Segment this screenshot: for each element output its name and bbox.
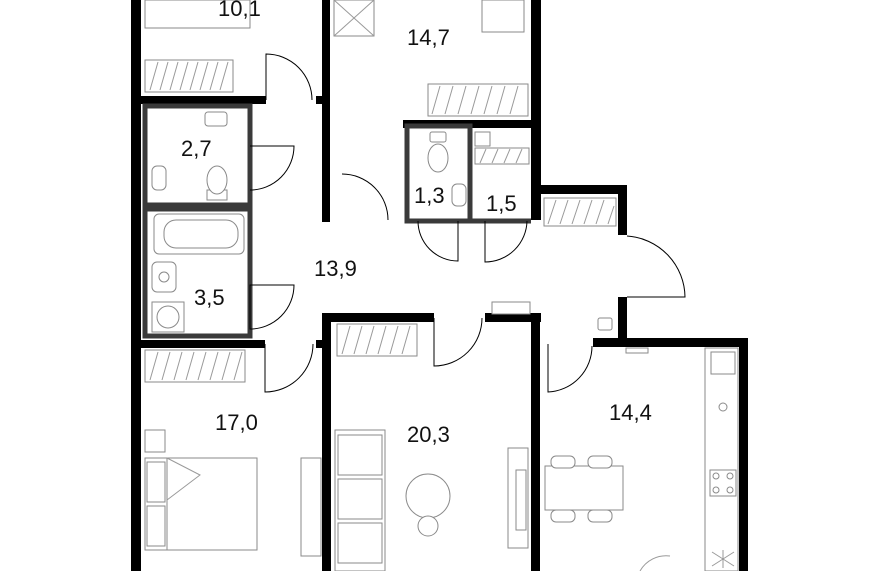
furniture	[144, 0, 739, 571]
walls	[131, 0, 748, 571]
room-area-label: 1,3	[414, 183, 445, 208]
room-area-label: 10,1	[218, 0, 261, 21]
room-labels: 10,1 14,7 2,7 1,3 1,5 13,9 3,5 17,0 20,3…	[181, 0, 652, 447]
living-furniture	[334, 301, 531, 571]
room-area-label: 13,9	[314, 256, 357, 281]
room-area-label: 3,5	[194, 285, 225, 310]
wardrobe-closet	[474, 147, 530, 165]
toilet-small-fixtures	[427, 131, 491, 207]
interior-walls	[142, 103, 531, 339]
wardrobe-living	[336, 323, 418, 357]
room-area-label: 2,7	[181, 136, 212, 161]
doors	[249, 53, 686, 393]
wardrobe-hall	[543, 197, 617, 227]
room-area-label: 17,0	[215, 410, 258, 435]
room-area-label: 1,5	[486, 191, 517, 216]
room-area-label: 20,3	[407, 422, 450, 447]
room-area-label: 14,7	[407, 25, 450, 50]
toilet-left-fixtures	[151, 111, 228, 201]
room-area-label: 14,4	[609, 400, 652, 425]
bed	[144, 429, 322, 557]
wardrobe-top-center	[427, 83, 529, 117]
bathroom-fixtures	[151, 213, 245, 333]
kitchen-furniture	[544, 317, 739, 571]
wardrobe-bedroom	[144, 349, 246, 383]
wardrobe-top-left	[144, 59, 234, 93]
